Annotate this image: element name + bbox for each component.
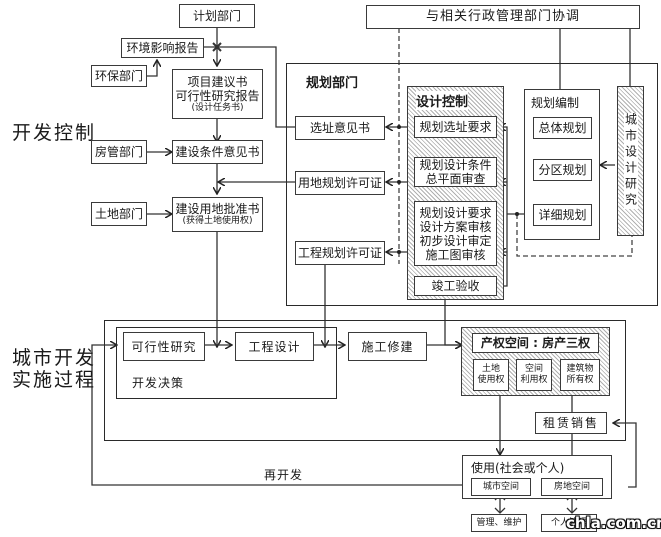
private-management-box[interactable]: 个人管理 (541, 514, 597, 532)
private-space-box[interactable]: 房地空间 (541, 478, 603, 496)
engineering-design-box[interactable]: 工程设计 (235, 332, 314, 361)
property-right-space[interactable]: 空间 利用权 (516, 359, 552, 391)
plan-step-district[interactable]: 分区规划 (533, 159, 592, 181)
cross-mark (212, 42, 222, 52)
engineering-permit-box[interactable]: 工程规划许可证 (295, 241, 385, 265)
design-step-acceptance[interactable]: 竣工验收 (414, 276, 497, 296)
redevelopment-label: 再开发 (264, 468, 304, 482)
implementation-process-label: 城市开发 实施过程 (12, 347, 97, 391)
design-step-review[interactable]: 规划设计要求 设计方案审核 初步设计审定 施工图审核 (414, 201, 497, 266)
implementation-frame (104, 320, 626, 441)
dev-decision-frame (116, 327, 337, 399)
usage-title: 使用(社会或个人) (471, 461, 565, 475)
watermark: chla.com.cn (566, 514, 661, 532)
urban-design-research-box[interactable]: 城市设计研究 (617, 86, 644, 236)
env-report-box[interactable]: 环境影响报告 (121, 38, 204, 58)
design-step-conditions[interactable]: 规划设计条件 总平面审查 (414, 157, 497, 187)
design-control-title: 设计控制 (416, 91, 469, 110)
public-management-box[interactable]: 管理、维护 (471, 514, 527, 532)
construction-conditions-box[interactable]: 建设条件意见书 (172, 140, 263, 164)
public-space-box[interactable]: 城市空间 (471, 478, 531, 496)
planning-dept-box[interactable]: 计划部门 (179, 4, 255, 28)
property-right-building[interactable]: 建筑物 所有权 (560, 359, 600, 391)
housing-dept-box[interactable]: 房管部门 (91, 140, 147, 164)
plan-step-detailed[interactable]: 详细规划 (533, 204, 592, 226)
property-rights-title: 产权空间 : 房产三权 (472, 333, 599, 353)
env-dept-box[interactable]: 环保部门 (91, 65, 147, 87)
coordination-box[interactable]: 与相关行政管理部门协调 (366, 5, 640, 29)
feasibility-study-box[interactable]: 可行性研究 (123, 332, 205, 361)
land-dept-box[interactable]: 土地部门 (91, 202, 147, 226)
dashed-research-line (516, 214, 633, 257)
land-approval-box[interactable]: 建设用地批准书 (获得土地使用权) (172, 197, 263, 232)
line-redevelopment (91, 395, 463, 486)
construction-box[interactable]: 施工修建 (348, 332, 427, 361)
arrow-envdept-to-report (147, 60, 157, 77)
arrow-redevelop-to-feasibility (91, 345, 117, 395)
property-right-land[interactable]: 土地 使用权 (473, 359, 509, 391)
site-opinion-box[interactable]: 选址意见书 (295, 116, 385, 140)
planning-department-title: 规划部门 (306, 76, 359, 91)
project-proposal-box[interactable]: 项目建议书 可行性研究报告 (设计任务书) (172, 69, 263, 119)
land-use-permit-box[interactable]: 用地规划许可证 (295, 171, 385, 195)
dev-decision-label: 开发决策 (132, 376, 185, 390)
plan-step-master[interactable]: 总体规划 (533, 117, 592, 139)
planning-department-frame (286, 63, 658, 306)
development-control-label: 开发控制 (12, 122, 97, 144)
lease-sale-box[interactable]: 租赁销售 (535, 412, 607, 434)
design-step-site-requirements[interactable]: 规划选址要求 (414, 116, 497, 138)
plan-making-title: 规划编制 (531, 96, 580, 110)
